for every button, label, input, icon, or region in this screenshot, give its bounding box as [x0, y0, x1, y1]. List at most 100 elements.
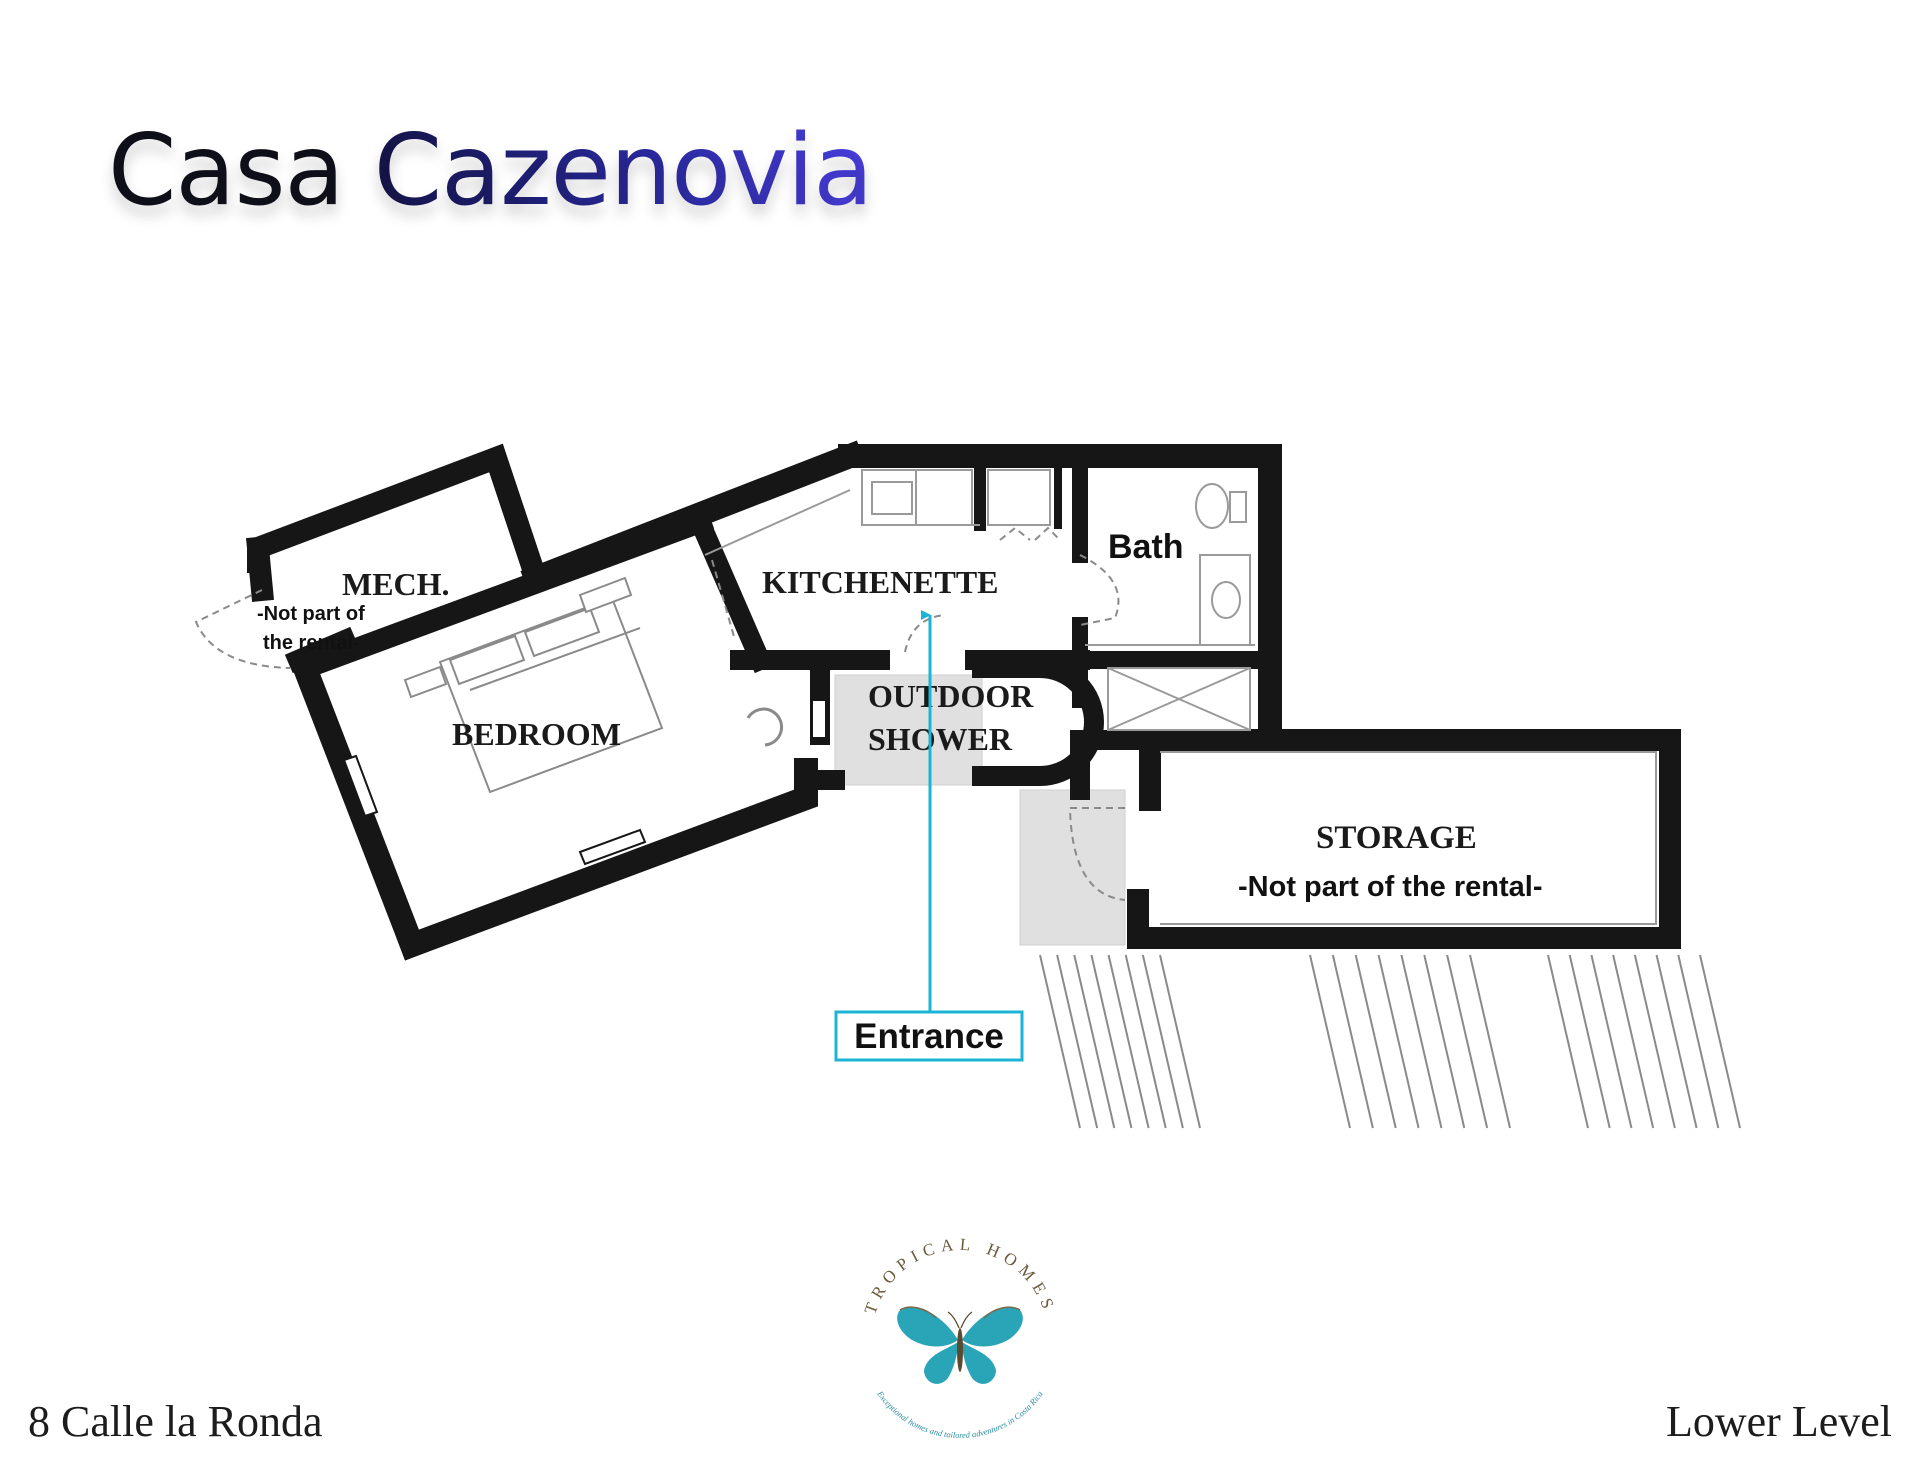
deck-plank	[1107, 954, 1150, 1129]
shower-window	[811, 699, 827, 739]
deck-plank	[1073, 954, 1116, 1129]
bedroom-wall-bottom	[396, 758, 818, 961]
deck-plank	[1469, 954, 1511, 1129]
label-outdoor-shower-1: OUTDOOR	[868, 678, 1034, 714]
butterfly-wing-edges	[899, 1306, 1021, 1319]
butterfly-icon	[897, 1306, 1023, 1384]
butterfly-left-wing-lower	[924, 1342, 958, 1384]
deck-plank	[1039, 954, 1081, 1129]
kitchen-wall-top	[838, 444, 1282, 752]
label-mech-note-2: the rental-	[263, 632, 360, 654]
vanity-basin	[1211, 581, 1241, 619]
toilet-tank	[1229, 491, 1247, 523]
label-storage: STORAGE	[1316, 820, 1477, 856]
bath-door-swing	[1079, 554, 1120, 626]
butterfly-antennae	[947, 1311, 973, 1329]
logo-tagline: Exceptional homes and tailored adventure…	[875, 1388, 1045, 1440]
deck-planks	[1039, 954, 1741, 1129]
label-mech: MECH.	[342, 566, 450, 602]
bedroom-wall-left	[289, 652, 428, 961]
butterfly-right-wing-lower	[962, 1342, 996, 1384]
deck-plank	[1423, 954, 1466, 1129]
deck-plank	[1354, 954, 1397, 1129]
deck-plank	[1568, 954, 1611, 1129]
entry-landing	[1019, 789, 1126, 946]
closet-door-left	[999, 526, 1031, 541]
bedroom-wall-right	[686, 508, 774, 674]
room-labels: MECH. BEDROOM KITCHENETTE OUTDOOR SHOWER…	[342, 564, 1477, 856]
deck-plank	[1124, 954, 1167, 1129]
nightstand-left	[403, 665, 448, 699]
deck-plank	[1159, 954, 1201, 1129]
label-storage-note: -Not part of the rental-	[1238, 871, 1543, 903]
entrance-callout: Entrance	[834, 1010, 1024, 1062]
bed	[403, 576, 664, 794]
deck-plank	[1090, 954, 1133, 1129]
shower-cross-b	[1107, 667, 1251, 731]
kitchen-door-swing	[711, 559, 736, 641]
mech-bedroom-divider	[284, 626, 359, 674]
paved-zones	[834, 674, 1126, 946]
deck-plank	[1547, 954, 1589, 1129]
vanity	[1199, 554, 1251, 646]
label-mech-note-1: -Not part of	[257, 603, 365, 625]
label-outdoor-shower-2: SHOWER	[868, 721, 1013, 757]
mech-door-swing	[194, 589, 291, 669]
entrance-label: Entrance	[854, 1017, 1004, 1056]
mech-wall-top	[247, 443, 550, 592]
entrance-box	[834, 1010, 1024, 1062]
doors	[194, 526, 1126, 901]
deck-plank	[1446, 954, 1489, 1129]
deck-plank	[1590, 954, 1633, 1129]
kitchen-partition	[704, 489, 851, 556]
label-bedroom: BEDROOM	[452, 716, 621, 752]
pillow-left	[448, 634, 526, 686]
walls	[246, 440, 1681, 961]
deck-plank	[1612, 954, 1655, 1129]
address: 8 Calle la Ronda	[28, 1397, 323, 1446]
entry-door-swing	[1068, 807, 1126, 901]
deck-plank	[1655, 954, 1698, 1129]
shower-stall	[1107, 667, 1251, 731]
deck-plank	[1331, 954, 1374, 1129]
upper-wall-diagonal	[520, 440, 866, 594]
kitchen-sink	[871, 481, 913, 515]
title-part-casa: Casa	[108, 114, 374, 228]
label-bath: Bath	[1108, 528, 1184, 566]
label-kitchenette: KITCHENETTE	[762, 564, 999, 600]
level-label: Lower Level	[1666, 1397, 1892, 1446]
deck-plank	[1677, 954, 1720, 1129]
storage-inner-outline	[1160, 751, 1657, 925]
shower-door-swing	[904, 614, 946, 653]
mech-wall-left-stub	[246, 536, 274, 602]
bedroom-window-left	[342, 754, 379, 818]
deck-plank	[1633, 954, 1676, 1129]
bedroom-door-arc	[746, 707, 784, 747]
bed-fold	[469, 627, 641, 691]
closet-door-right	[1034, 526, 1061, 541]
closet	[987, 469, 1051, 526]
deck-plank	[1309, 954, 1351, 1129]
butterfly-body	[957, 1328, 963, 1372]
tropical-homes-logo: TROPICAL HOMES Exceptional homes and tai…	[861, 1235, 1060, 1440]
logo-brand: TROPICAL HOMES	[861, 1235, 1060, 1317]
storage-wall-right-bottom	[1127, 729, 1681, 949]
butterfly-left-wing-upper	[897, 1306, 958, 1347]
sans-labels: -Not part of the rental- Bath -Not part …	[257, 528, 1543, 903]
deck-plank	[1377, 954, 1420, 1129]
deck-plank	[1699, 954, 1741, 1129]
toilet	[1195, 483, 1229, 529]
title-part-cazenovia: Cazenovia	[373, 114, 874, 228]
deck-plank	[1056, 954, 1099, 1129]
deck-plank	[1141, 954, 1184, 1129]
butterfly-right-wing-upper	[962, 1306, 1023, 1347]
interior-lines	[704, 469, 1657, 925]
bedroom-window-bottom	[578, 828, 647, 866]
page-title: Casa Cazenovia	[108, 117, 873, 226]
outdoor-shower-floor	[834, 674, 983, 786]
windows	[342, 699, 827, 866]
deck-plank	[1400, 954, 1443, 1129]
nightstand-right	[578, 576, 633, 614]
outdoor-shower-curve	[972, 658, 1104, 786]
